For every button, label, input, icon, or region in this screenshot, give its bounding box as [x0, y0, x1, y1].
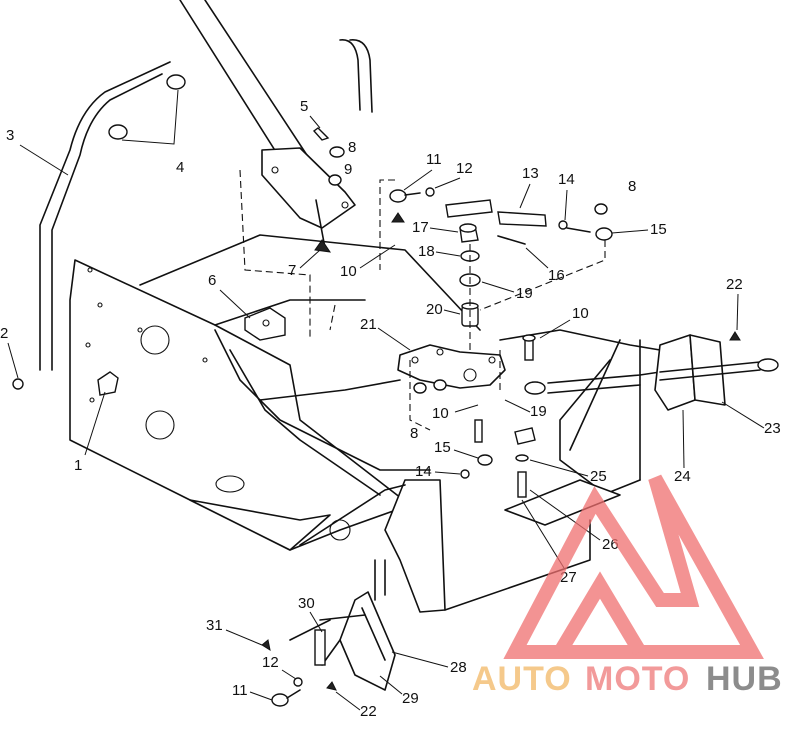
callout-6: 6	[208, 272, 216, 289]
callout-11: 11	[426, 151, 442, 168]
watermark-text-moto: MOTO	[585, 660, 690, 698]
callout-11b: 11	[232, 682, 248, 699]
tube-clamps	[108, 74, 186, 145]
callout-29: 29	[402, 690, 419, 707]
callout-9: 9	[344, 161, 352, 178]
callout-4: 4	[176, 159, 184, 176]
misc-parts	[12, 127, 741, 707]
callout-16: 16	[548, 267, 565, 284]
callout-31: 31	[206, 617, 223, 634]
callout-10: 10	[340, 263, 357, 280]
callout-12: 12	[456, 160, 473, 177]
callout-30: 30	[298, 595, 315, 612]
callout-25: 25	[590, 468, 607, 485]
callout-labels: 1 2 3 4 5 6 7 8 8 8 9 10 10 10 11 11 12 …	[0, 98, 781, 720]
frame-body	[69, 234, 661, 613]
frame-tube	[39, 39, 373, 371]
callout-19: 19	[516, 285, 533, 302]
watermark-text-hub: HUB	[706, 660, 783, 698]
callout-21: 21	[360, 316, 377, 333]
right-bracket	[654, 334, 779, 411]
callout-8b: 8	[628, 178, 636, 195]
callout-22b: 22	[360, 703, 377, 720]
callout-14b: 14	[415, 463, 432, 480]
tie-rod-upper	[379, 179, 613, 311]
callout-10c: 10	[432, 405, 449, 422]
pivot-plate	[397, 344, 506, 389]
callout-18: 18	[418, 243, 435, 260]
callout-1: 1	[74, 457, 82, 474]
callout-12b: 12	[262, 654, 279, 671]
callout-3: 3	[6, 127, 14, 144]
callout-13: 13	[522, 165, 539, 182]
spacer-stack	[459, 223, 481, 350]
callout-5: 5	[300, 98, 308, 115]
callout-15: 15	[650, 221, 667, 238]
callout-22: 22	[726, 276, 743, 293]
callout-28: 28	[450, 659, 467, 676]
watermark-triangle-icon	[503, 474, 764, 659]
watermark-logo	[503, 474, 764, 659]
callout-7: 7	[288, 262, 296, 279]
callout-8c: 8	[410, 425, 418, 442]
steering-post	[179, 0, 356, 253]
callout-20: 20	[426, 301, 443, 318]
callout-14: 14	[558, 171, 575, 188]
callout-2: 2	[0, 325, 8, 342]
watermark-text: AUTO MOTO HUB	[472, 660, 783, 698]
tie-rod-lower	[409, 334, 546, 498]
watermark-text-auto: AUTO	[472, 660, 572, 698]
lower-bracket	[289, 559, 396, 691]
callout-15b: 15	[434, 439, 451, 456]
callout-23: 23	[764, 420, 781, 437]
callout-10b: 10	[572, 305, 589, 322]
callout-24: 24	[674, 468, 691, 485]
watermark-inner-icon	[553, 571, 647, 656]
callout-19b: 19	[530, 403, 547, 420]
callout-17: 17	[412, 219, 429, 236]
callout-8: 8	[348, 139, 356, 156]
